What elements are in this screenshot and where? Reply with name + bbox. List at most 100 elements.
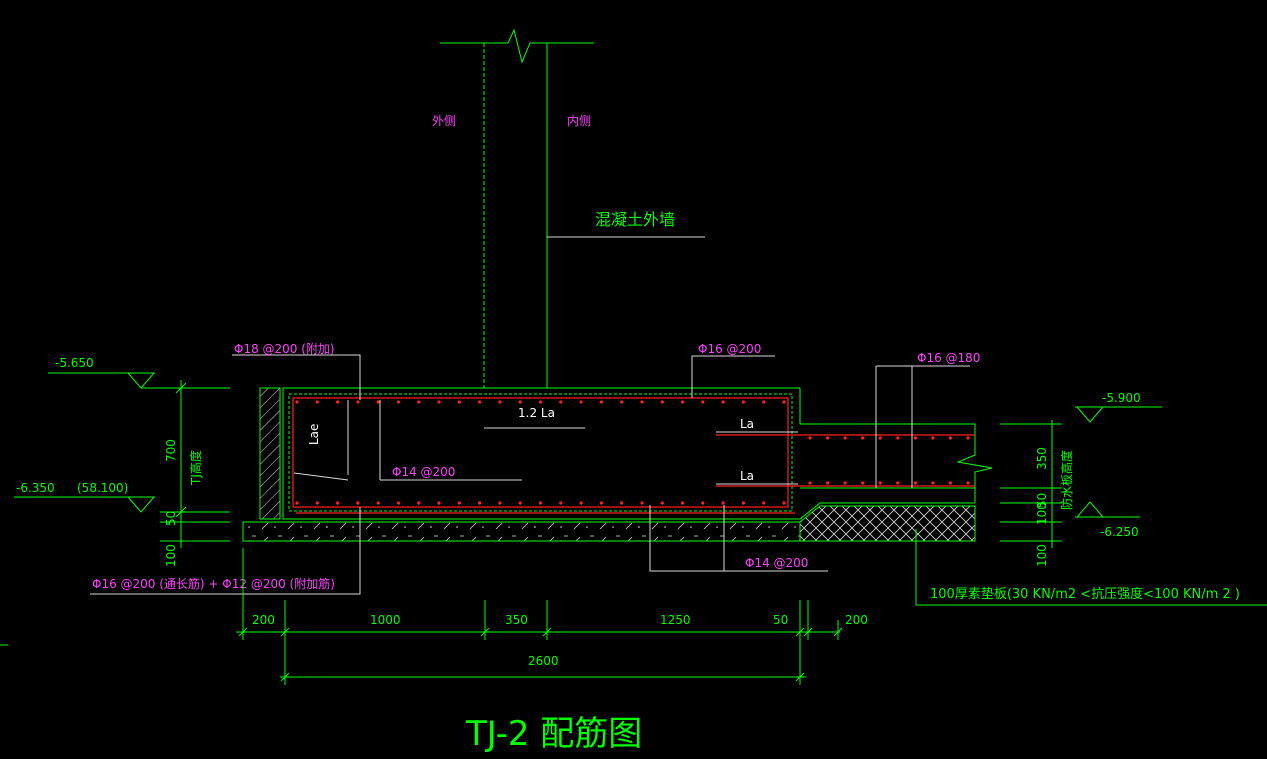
dim-cushion-left: 50 bbox=[164, 511, 178, 526]
rebar-dot-slab-bottom bbox=[966, 481, 970, 485]
dim-bedding-right-a: 100 bbox=[1035, 502, 1049, 525]
rebar-dot-bottom bbox=[762, 501, 766, 505]
rebar-dot-top bbox=[478, 400, 482, 404]
rebar-dot-slab-top bbox=[931, 436, 935, 440]
lap-12la-label: 1.2 La bbox=[518, 406, 555, 420]
dim-bottom-3: 350 bbox=[505, 613, 528, 627]
elevation-top-left: -5.650 bbox=[55, 356, 94, 370]
rebar-dot-top bbox=[336, 400, 340, 404]
rebar-dot-top bbox=[356, 400, 360, 404]
rebar-dot-slab-top bbox=[826, 436, 830, 440]
rebar-dot-top bbox=[457, 400, 461, 404]
rebar-dot-bottom bbox=[701, 501, 705, 505]
dim-bedding-right-b: 100 bbox=[1035, 544, 1049, 567]
inner-side-label: 内侧 bbox=[567, 114, 591, 128]
leaders bbox=[90, 354, 1267, 606]
bedding-layer bbox=[242, 505, 976, 542]
mid-rebar-label: Φ14 @200 bbox=[392, 465, 455, 479]
rebar-dot-bottom bbox=[437, 501, 441, 505]
rebar-dot-bottom bbox=[559, 501, 563, 505]
rebar-dot-bottom bbox=[417, 501, 421, 505]
wall-label: 混凝土外墙 bbox=[595, 210, 675, 229]
rebar-dot-top bbox=[620, 400, 624, 404]
rebar-dot-bottom bbox=[620, 501, 624, 505]
rebar-dot-top bbox=[376, 400, 380, 404]
rebar-dot-top bbox=[640, 400, 644, 404]
rebar-dot-slab-top bbox=[861, 436, 865, 440]
rebar-dot-top bbox=[599, 400, 604, 404]
rebar-dot-top bbox=[579, 400, 583, 404]
dim-height: 700 bbox=[164, 439, 178, 462]
rebar-dot-bottom bbox=[498, 501, 502, 505]
dim-cushion-right: 50 bbox=[1035, 493, 1049, 508]
rebar-dot-bottom bbox=[315, 501, 319, 505]
rebar-dot-bottom bbox=[579, 501, 583, 505]
drawing-title: TJ-2 配筋图 bbox=[465, 714, 642, 754]
rebar-dot-top bbox=[701, 400, 705, 404]
la-upper-label: La bbox=[740, 417, 754, 431]
rebar bbox=[292, 397, 975, 514]
rebar-dot-top bbox=[295, 400, 299, 404]
slab-rebar-label: Φ16 @180 bbox=[917, 351, 980, 365]
elevation-bottom-left-paren: (58.100) bbox=[77, 481, 128, 495]
dim-bedding-left: 100 bbox=[164, 544, 178, 567]
rebar-dot-slab-bottom bbox=[878, 481, 882, 485]
rebar-dot-bottom bbox=[640, 501, 644, 505]
rebar-dot-bottom bbox=[680, 501, 685, 505]
rebar-dot-top bbox=[762, 400, 766, 404]
footing-outline bbox=[282, 387, 993, 520]
bottom-dimension-lines bbox=[0, 548, 843, 685]
lae-label: Lae bbox=[307, 424, 321, 445]
la-lower-label: La bbox=[740, 469, 754, 483]
dim-bottom-2: 1000 bbox=[370, 613, 401, 627]
dim-bottom-6: 200 bbox=[845, 613, 868, 627]
rebar-dot-top bbox=[782, 400, 786, 404]
rebar-dot-top bbox=[417, 400, 421, 404]
elevation-markers bbox=[14, 372, 1162, 518]
rebar-dot-top bbox=[498, 400, 502, 404]
dim-bottom-5: 50 bbox=[773, 613, 788, 627]
rebar-dot-bottom bbox=[396, 501, 401, 505]
rebar-dot-top bbox=[721, 400, 725, 404]
elevation-right-top: -5.900 bbox=[1102, 391, 1141, 405]
rebar-dot-bottom bbox=[538, 501, 543, 505]
rebar-dots bbox=[295, 400, 970, 505]
rebar-dot-top bbox=[538, 400, 543, 404]
left-dimension-lines bbox=[160, 380, 230, 548]
dim-height-note: TJ高度 bbox=[188, 450, 203, 486]
rebar-dot-slab-bottom bbox=[948, 481, 953, 485]
rebar-dot-slab-bottom bbox=[808, 481, 812, 485]
dim-bottom-1: 200 bbox=[252, 613, 275, 627]
dim-total-width: 2600 bbox=[528, 654, 559, 668]
rebar-dot-bottom bbox=[599, 501, 604, 505]
side-wall-hatch bbox=[259, 387, 281, 520]
dim-slab: 350 bbox=[1035, 447, 1049, 470]
rebar-dot-slab-top bbox=[896, 436, 900, 440]
rebar-dot-slab-bottom bbox=[843, 481, 847, 485]
rebar-dot-bottom bbox=[376, 501, 380, 505]
rebar-dot-slab-bottom bbox=[931, 481, 935, 485]
right-dimension-lines bbox=[1000, 420, 1062, 548]
rebar-dot-slab-top bbox=[948, 436, 953, 440]
rebar-dot-top bbox=[660, 400, 664, 404]
rebar-dot-bottom bbox=[295, 501, 299, 505]
rebar-dot-bottom bbox=[721, 501, 725, 505]
rebar-dot-top bbox=[741, 400, 746, 404]
dim-bottom-4: 1250 bbox=[660, 613, 691, 627]
wall bbox=[440, 28, 705, 388]
rebar-dot-slab-top bbox=[843, 436, 847, 440]
top-add-rebar-label: Φ18 @200 (附加) bbox=[234, 342, 335, 356]
rebar-dot-bottom bbox=[518, 501, 522, 505]
dim-slab-note: 防水板高度 bbox=[1059, 450, 1074, 510]
rebar-dot-slab-top bbox=[913, 436, 917, 440]
rebar-dot-top bbox=[518, 400, 522, 404]
rebar-dot-slab-bottom bbox=[896, 481, 900, 485]
rebar-dot-bottom bbox=[457, 501, 461, 505]
rebar-dot-top bbox=[315, 400, 319, 404]
rebar-dot-bottom bbox=[478, 501, 482, 505]
top-main-rebar-label: Φ16 @200 bbox=[698, 342, 761, 356]
rebar-dot-top bbox=[680, 400, 685, 404]
rebar-dot-top bbox=[437, 400, 441, 404]
rebar-dot-slab-bottom bbox=[826, 481, 830, 485]
